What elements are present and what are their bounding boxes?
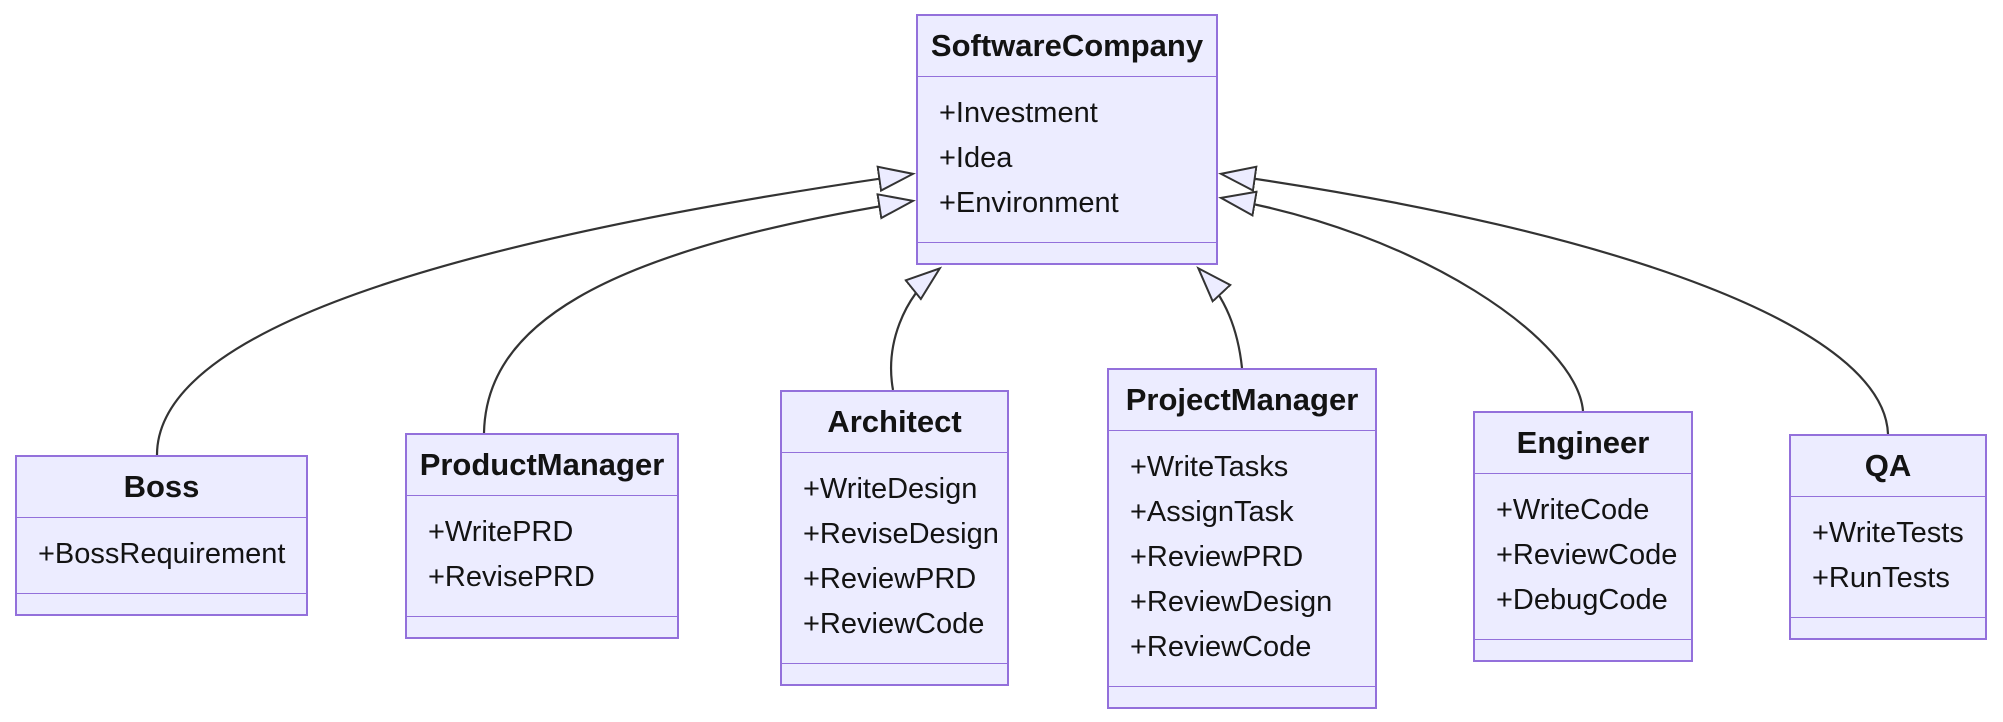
class-methods-empty <box>782 663 1007 684</box>
edge-architect-to-softwarecompany <box>890 266 943 391</box>
class-attributes: +BossRequirement <box>17 517 306 593</box>
class-title: Engineer <box>1516 425 1650 460</box>
edge-engineer-to-softwarecompany <box>1218 190 1585 412</box>
class-attribute: +RunTests <box>1812 562 1950 594</box>
class-methods-empty <box>1791 617 1985 638</box>
class-node-qa: QA +WriteTests +RunTests <box>1789 434 1987 640</box>
class-attribute: +ReviewPRD <box>1130 541 1304 573</box>
class-node-engineer: Engineer +WriteCode +ReviewCode +DebugCo… <box>1473 411 1693 662</box>
class-attribute: +WriteTasks <box>1130 451 1289 483</box>
class-title: ProjectManager <box>1125 382 1359 417</box>
class-title: Architect <box>827 404 962 439</box>
class-title: QA <box>1864 448 1912 483</box>
edge-boss-to-softwarecompany <box>155 165 916 456</box>
class-attributes: +WriteDesign +ReviseDesign +ReviewPRD +R… <box>782 452 1007 663</box>
class-methods-empty <box>918 242 1216 263</box>
class-node-softwarecompany: SoftwareCompany +Investment +Idea +Envir… <box>916 14 1218 265</box>
class-attribute: +ReviewDesign <box>1130 586 1333 618</box>
class-node-architect: Architect +WriteDesign +ReviseDesign +Re… <box>780 390 1009 686</box>
class-methods-empty <box>1109 686 1375 707</box>
class-attribute: +Idea <box>939 142 1013 174</box>
class-attributes: +Investment +Idea +Environment <box>918 76 1216 242</box>
class-attribute: +DebugCode <box>1496 584 1668 616</box>
class-node-projectmanager: ProjectManager +WriteTasks +AssignTask +… <box>1107 368 1377 709</box>
class-methods-empty <box>1475 639 1691 660</box>
class-attributes: +WriteTests +RunTests <box>1791 496 1985 617</box>
class-attribute: +AssignTask <box>1130 496 1294 528</box>
class-attribute: +Environment <box>939 187 1119 219</box>
class-attributes: +WritePRD +RevisePRD <box>407 495 677 616</box>
class-node-boss: Boss +BossRequirement <box>15 455 308 616</box>
class-attribute: +ReviewCode <box>1496 539 1678 571</box>
class-attribute: +WriteTests <box>1812 517 1964 549</box>
class-methods-empty <box>17 593 306 614</box>
class-attributes: +WriteTasks +AssignTask +ReviewPRD +Revi… <box>1109 430 1375 686</box>
class-attribute: +Investment <box>939 97 1098 129</box>
class-title: ProductManager <box>419 447 665 482</box>
class-attribute: +RevisePRD <box>428 561 595 593</box>
class-attribute: +WriteCode <box>1496 494 1650 526</box>
class-attribute: +ReviseDesign <box>803 518 999 550</box>
class-attribute: +ReviewCode <box>1130 631 1312 663</box>
class-attribute: +WritePRD <box>428 516 574 548</box>
class-attribute: +BossRequirement <box>38 538 286 570</box>
class-title: SoftwareCompany <box>930 28 1204 63</box>
edge-qa-to-softwarecompany <box>1218 165 1890 435</box>
class-attribute: +ReviewCode <box>803 608 985 640</box>
edge-projectmanager-to-softwarecompany <box>1196 266 1244 369</box>
class-attribute: +WriteDesign <box>803 473 978 505</box>
edge-productmanager-to-softwarecompany <box>482 193 916 434</box>
class-attribute: +ReviewPRD <box>803 563 977 595</box>
class-methods-empty <box>407 616 677 637</box>
class-attributes: +WriteCode +ReviewCode +DebugCode <box>1475 473 1691 639</box>
class-node-productmanager: ProductManager +WritePRD +RevisePRD <box>405 433 679 639</box>
class-title: Boss <box>123 469 200 504</box>
